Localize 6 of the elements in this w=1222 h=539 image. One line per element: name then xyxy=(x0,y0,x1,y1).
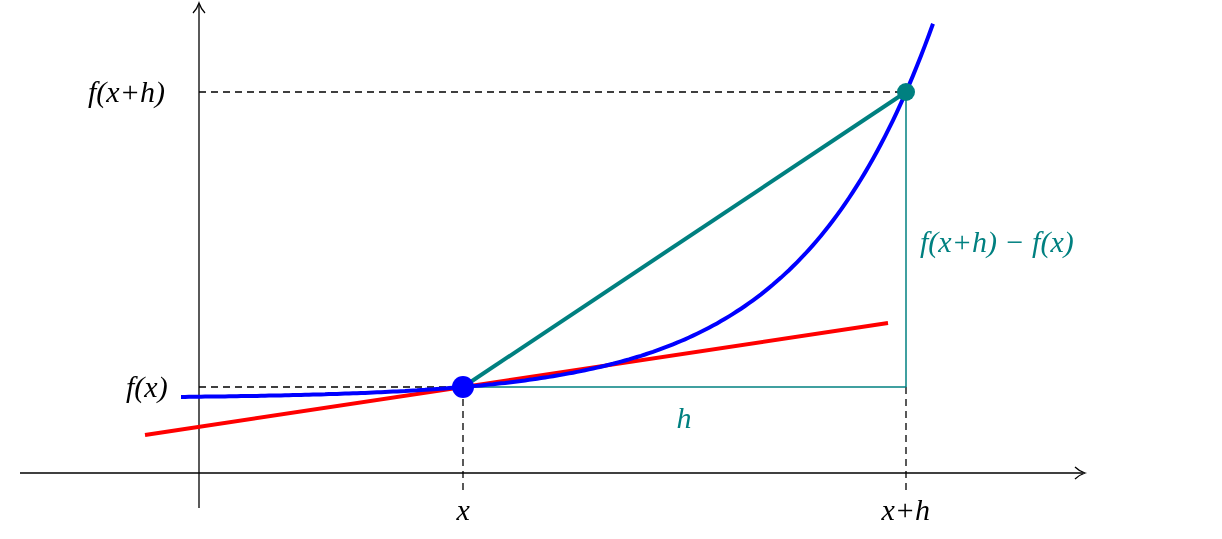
axis-tick-label: x xyxy=(456,495,470,525)
axis-tick-label: x+h xyxy=(881,495,931,525)
axis-tick-label: f(x+h) xyxy=(88,77,165,107)
increment-label: f(x+h) − f(x) xyxy=(920,227,1074,257)
increment-label: h xyxy=(676,403,692,433)
axis-tick-label: f(x) xyxy=(126,372,168,402)
